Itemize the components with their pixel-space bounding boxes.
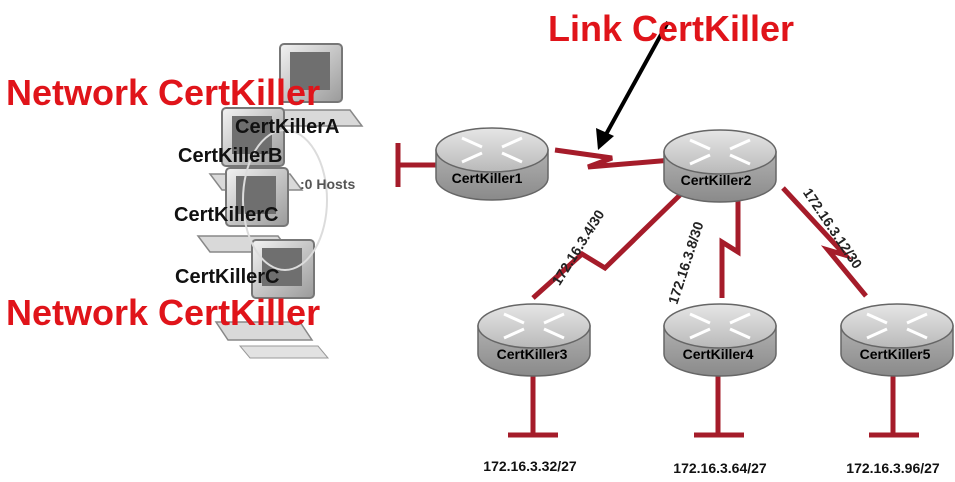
router-label-1: CertKiller1 [451,170,523,186]
router-arrows-icon [689,138,751,166]
serial-link-r2-r5 [781,186,868,298]
router-label-3: CertKiller3 [496,346,568,362]
router-icon [663,303,777,377]
hosts-label: :0 Hosts [300,176,356,192]
router-icon [435,127,549,201]
router-arrows-icon [689,312,751,340]
router-arrows-icon [503,312,565,340]
pc-stack [196,43,364,359]
pc-label-a: CertKillerA [235,116,340,138]
router-label-5: CertKiller5 [859,346,931,362]
router-label-4: CertKiller4 [682,346,754,362]
pc-label-b: CertKillerB [178,145,283,167]
pc-label-c: CertKillerC [174,204,279,226]
router-arrows-icon [461,136,523,164]
subnet-label-r3: 172.16.3.32/27 [483,458,577,474]
router-icon [663,129,777,203]
router-icon [477,303,591,377]
serial-link-r2-r4 [719,200,741,298]
router-arrows-icon [866,312,928,340]
network-label-bottom: Network CertKiller [6,292,321,333]
serial-link-r1-r2 [554,147,673,170]
pointer-arrow [596,21,670,150]
link-title: Link CertKiller [548,8,795,49]
subnet-label-r4: 172.16.3.64/27 [673,460,767,476]
subnet-label-r5: 172.16.3.96/27 [846,460,940,476]
pc-icon [268,43,364,127]
serial-link-r2-r3 [531,193,682,300]
router-label-2: CertKiller2 [680,172,752,188]
pc-label-c2: CertKillerC [175,266,280,288]
network-label-top: Network CertKiller [6,72,321,113]
router-icon [840,303,954,377]
links [395,143,919,438]
